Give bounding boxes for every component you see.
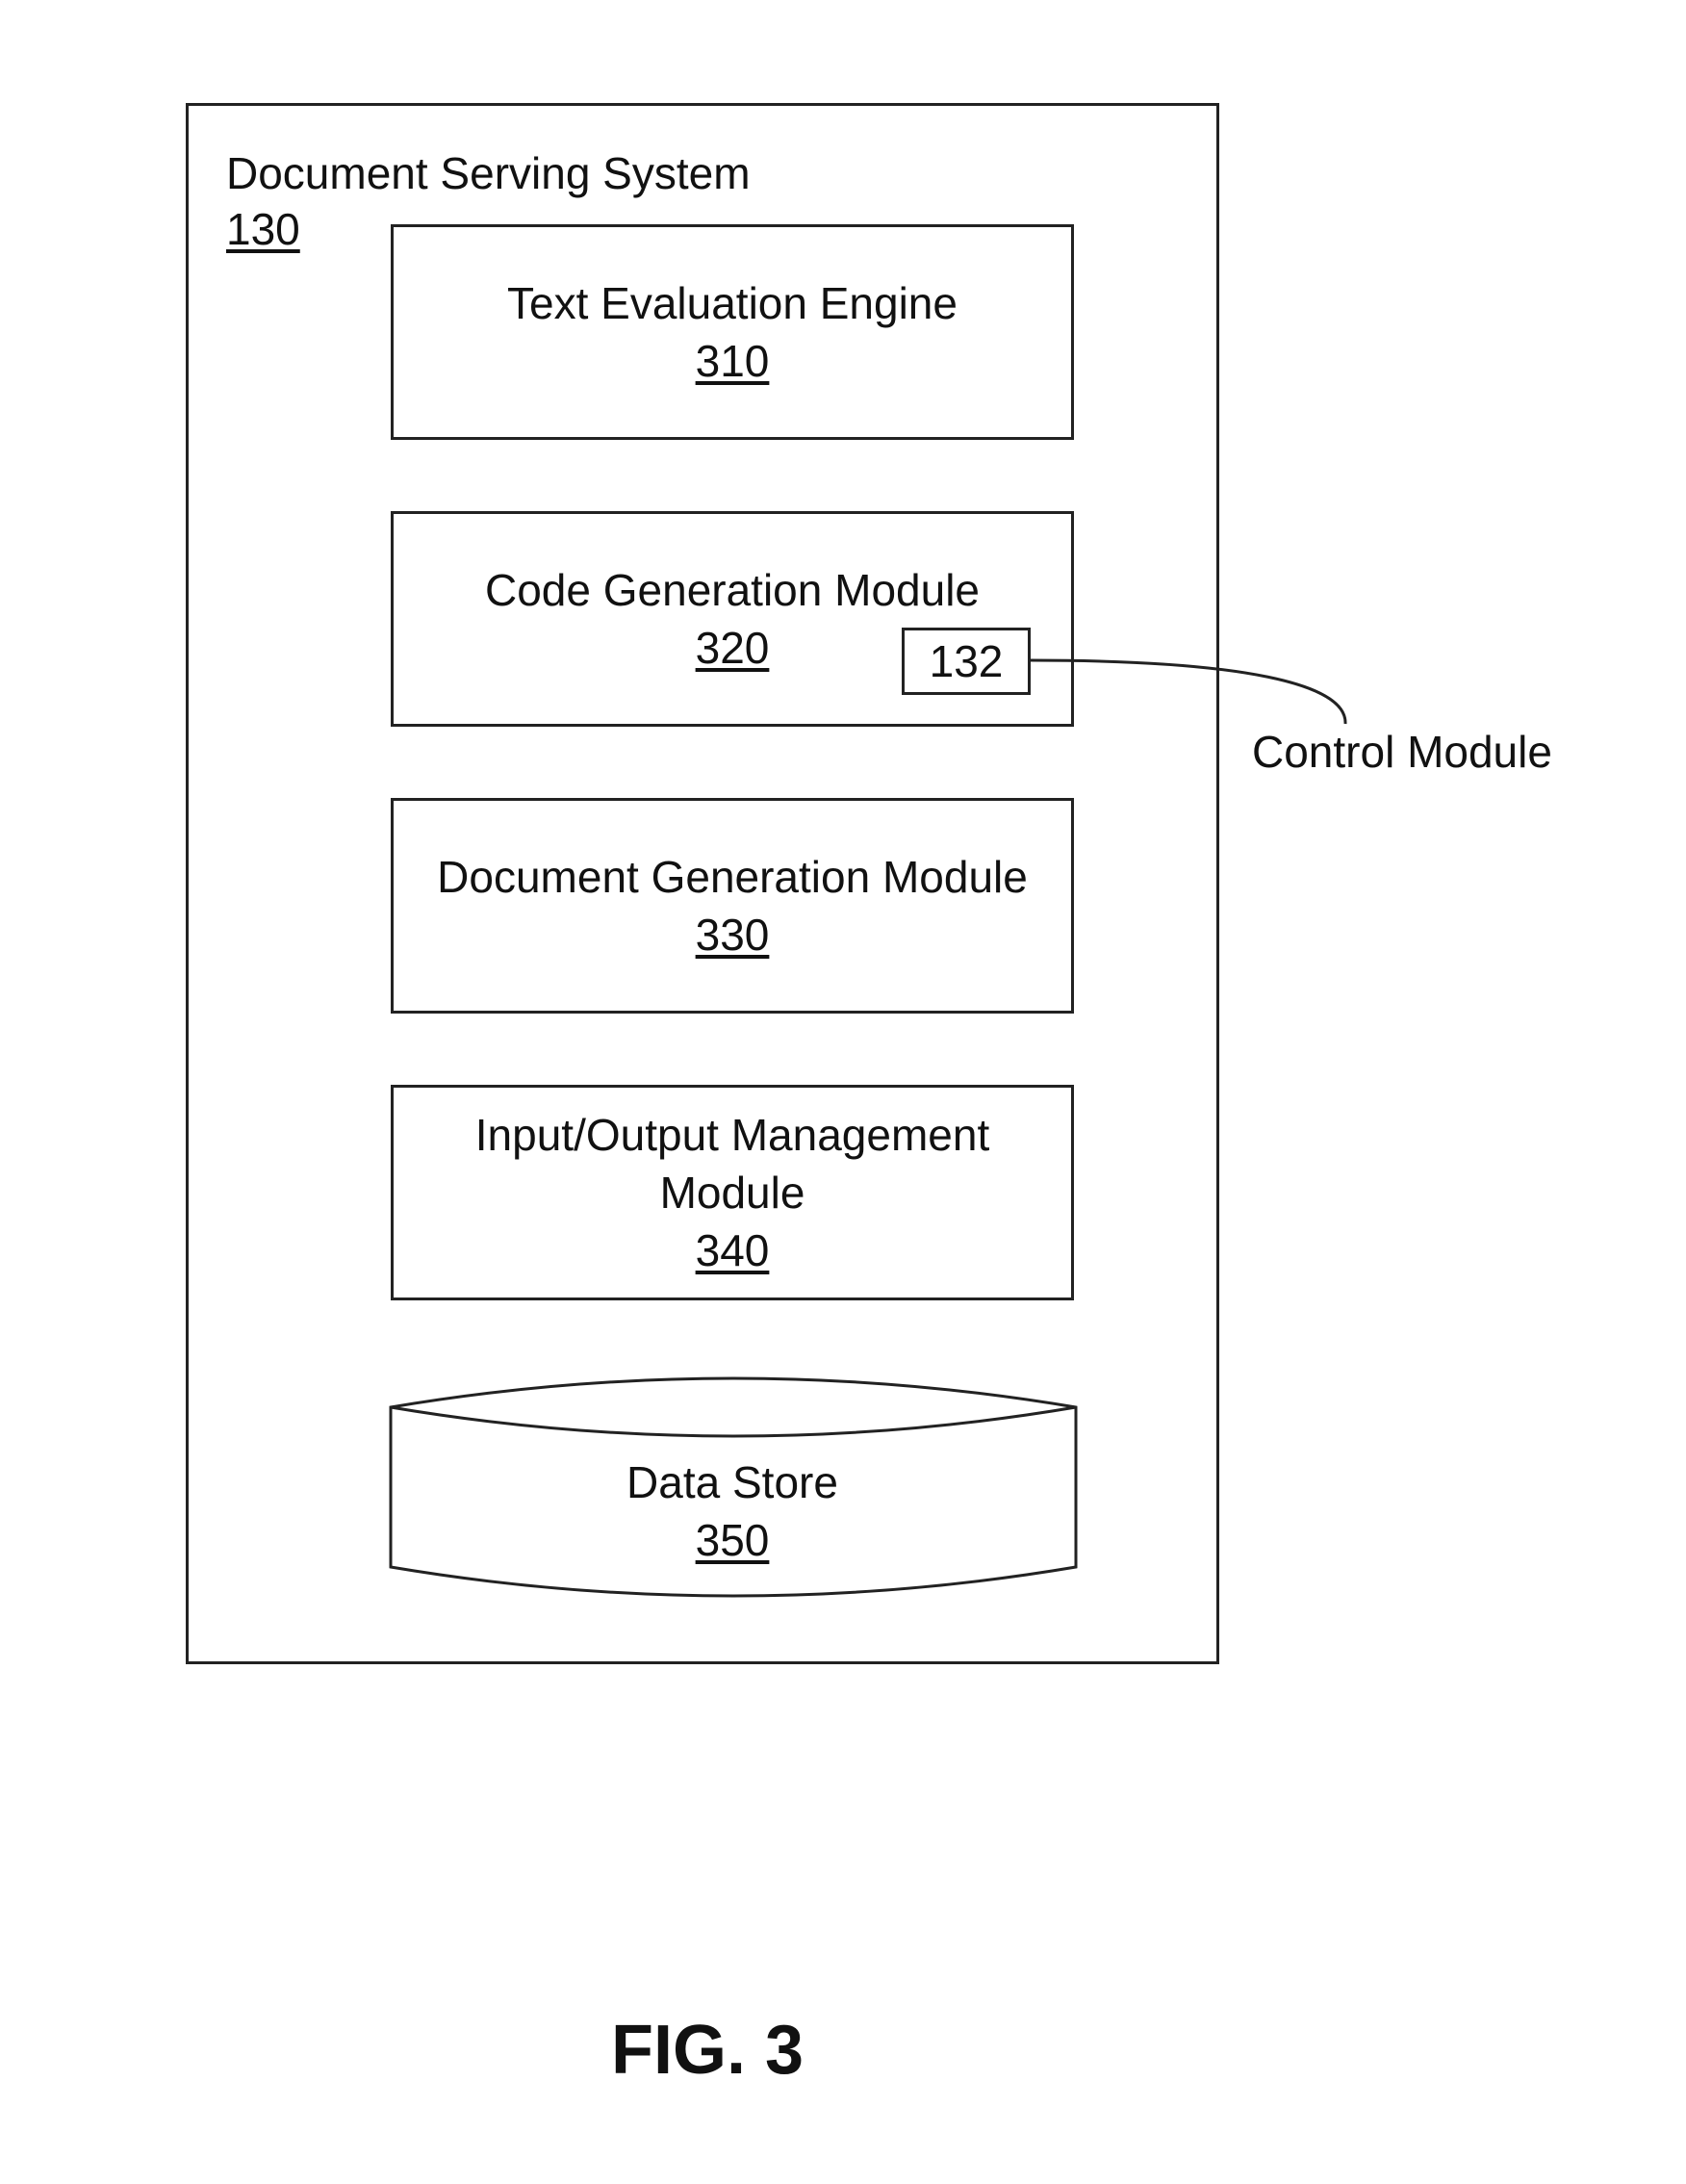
text-evaluation-engine-box: Text Evaluation Engine 310: [391, 224, 1074, 440]
module-ref: 340: [696, 1221, 770, 1279]
data-store-text: Data Store 350: [391, 1453, 1074, 1569]
module-ref: 310: [696, 332, 770, 390]
system-title: Document Serving System: [226, 144, 751, 202]
document-generation-module-box: Document Generation Module 330: [391, 798, 1074, 1014]
figure-caption: FIG. 3: [0, 2007, 1415, 2094]
control-module-box: 132: [902, 628, 1031, 695]
module-ref: 320: [696, 619, 770, 677]
module-label: Document Generation Module: [437, 848, 1028, 906]
input-output-management-module-box: Input/Output Management Module 340: [391, 1085, 1074, 1300]
module-label: Code Generation Module: [485, 561, 980, 619]
module-label: Input/Output Management Module: [444, 1106, 1021, 1221]
data-store-ref: 350: [391, 1511, 1074, 1569]
module-label: Text Evaluation Engine: [507, 274, 958, 332]
system-ref: 130: [226, 200, 300, 258]
control-module-label: Control Module: [1252, 723, 1552, 781]
data-store-label: Data Store: [391, 1453, 1074, 1511]
module-ref: 330: [696, 906, 770, 964]
